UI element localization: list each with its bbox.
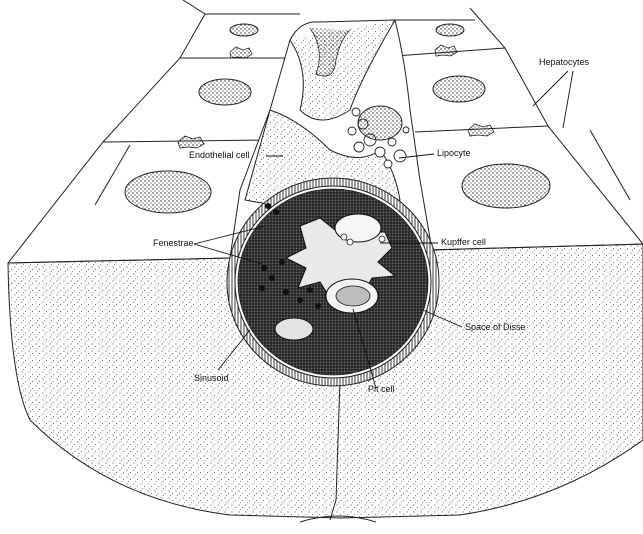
label-space-of-disse: Space of Disse: [465, 323, 526, 332]
label-hepatocytes: Hepatocytes: [539, 58, 589, 67]
pit-cell-nucleus: [336, 286, 370, 306]
label-pit-cell: Pit cell: [368, 385, 395, 394]
label-kupffer-cell: Kupffer cell: [441, 238, 486, 247]
label-sinusoid: Sinusoid: [194, 374, 229, 383]
label-lipocyte: Lipocyte: [437, 149, 471, 158]
lipocyte-nucleus: [358, 106, 402, 140]
label-endothelial-cell: Endothelial cell: [189, 151, 250, 160]
red-blood-cell: [275, 318, 313, 340]
label-fenestrae: Fenestrae: [153, 239, 194, 248]
